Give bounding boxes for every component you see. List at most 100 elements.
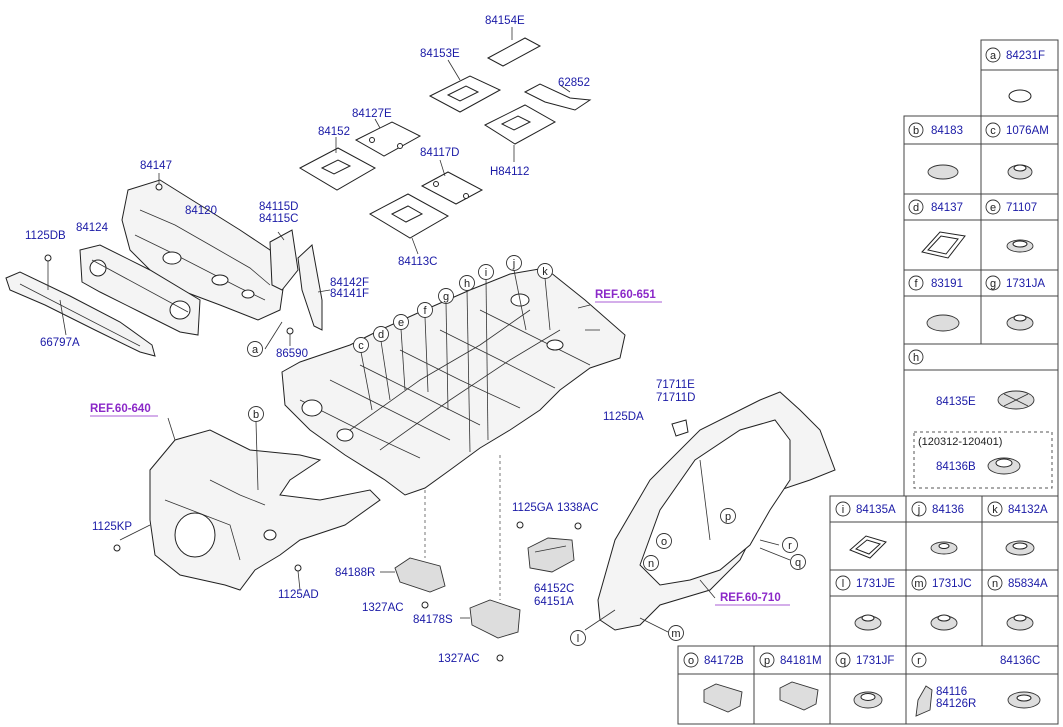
callout-r: r <box>782 537 798 553</box>
front-structure <box>113 417 381 591</box>
svg-text:84183: 84183 <box>931 125 963 137</box>
svg-text:o: o <box>688 655 694 667</box>
callout-n: n <box>643 555 659 571</box>
callout-h: h <box>459 275 475 291</box>
svg-text:g: g <box>990 278 996 290</box>
svg-text:c: c <box>358 340 364 352</box>
svg-text:h: h <box>464 278 470 290</box>
label-1327AC-2: 1327AC <box>438 653 480 665</box>
ref-60-640[interactable]: REF.60-640 <box>90 403 151 415</box>
pad-84113C <box>368 193 450 255</box>
svg-text:84137: 84137 <box>931 202 963 214</box>
svg-text:84132A: 84132A <box>1008 504 1048 516</box>
svg-text:71107: 71107 <box>1006 202 1037 214</box>
label-64151A: 64151A <box>534 596 574 608</box>
callout-o: o <box>656 533 672 549</box>
ref-60-710[interactable]: REF.60-710 <box>720 592 781 604</box>
svg-text:e: e <box>990 202 996 214</box>
dash-panel-84120 <box>121 173 286 321</box>
label-84124: 84124 <box>76 222 109 234</box>
svg-text:h: h <box>913 352 919 364</box>
callout-m: m <box>668 625 684 641</box>
svg-text:e: e <box>398 317 404 329</box>
svg-text:l: l <box>842 578 844 590</box>
svg-text:84135A: 84135A <box>856 504 896 516</box>
svg-text:a: a <box>990 50 997 62</box>
label-84153E: 84153E <box>420 48 460 60</box>
label-1125DB: 1125DB <box>25 230 66 242</box>
svg-text:f: f <box>914 278 918 290</box>
legend-b: b 84183 <box>908 122 963 180</box>
pad-84152 <box>298 137 377 191</box>
label-71711D: 71711D <box>656 392 695 404</box>
svg-text:n: n <box>648 558 654 570</box>
svg-text:84126R: 84126R <box>936 698 976 710</box>
callout-d: d <box>373 326 389 342</box>
svg-text:1076AM: 1076AM <box>1006 125 1049 137</box>
bracket-64152C <box>516 521 582 573</box>
svg-text:r: r <box>917 655 921 667</box>
insulator-84115 <box>269 229 299 291</box>
svg-text:p: p <box>725 511 731 523</box>
svg-text:m: m <box>914 578 923 590</box>
svg-text:l: l <box>577 633 579 645</box>
svg-text:o: o <box>661 536 667 548</box>
label-84188R: 84188R <box>335 567 375 579</box>
svg-text:84181M: 84181M <box>780 655 822 667</box>
callout-l: l <box>570 630 586 646</box>
legend-c: c 1076AM <box>985 122 1049 180</box>
svg-text:84135E: 84135E <box>936 396 976 408</box>
callout-p: p <box>720 508 736 524</box>
label-64152C: 64152C <box>534 583 574 595</box>
label-84115D: 84115D <box>259 201 298 213</box>
svg-text:p: p <box>764 655 770 667</box>
callout-b: b <box>248 406 264 422</box>
ref-60-651[interactable]: REF.60-651 <box>595 289 656 301</box>
svg-text:n: n <box>992 578 998 590</box>
svg-text:j: j <box>917 504 920 516</box>
pad-62852 <box>523 83 592 111</box>
svg-text:84116: 84116 <box>936 686 967 698</box>
svg-text:q: q <box>795 557 801 569</box>
legend-j: j 84136 <box>911 501 964 555</box>
svg-text:k: k <box>542 266 548 278</box>
clip-86590 <box>286 327 294 346</box>
svg-text:r: r <box>788 540 792 552</box>
legend-n: n 85834A <box>987 575 1048 631</box>
label-84152: 84152 <box>318 126 350 138</box>
callout-j: j <box>506 255 522 271</box>
svg-text:b: b <box>913 125 919 137</box>
legend-m: m 1731JC <box>911 575 972 631</box>
label-84117D: 84117D <box>420 147 459 159</box>
shield-84188R <box>380 490 446 609</box>
svg-text:84136: 84136 <box>932 504 964 516</box>
legend-p: p 84181M <box>759 652 822 711</box>
callout-f: f <box>417 302 433 318</box>
legend-k: k 84132A <box>987 501 1048 556</box>
label-1338AC: 1338AC <box>557 502 599 514</box>
legend-e: e 71107 <box>985 199 1037 253</box>
svg-text:d: d <box>378 329 384 341</box>
svg-text:85834A: 85834A <box>1008 578 1048 590</box>
svg-text:1731JE: 1731JE <box>856 578 895 590</box>
svg-text:c: c <box>990 125 996 137</box>
label-84154E: 84154E <box>485 15 525 27</box>
shield-84178S <box>460 455 521 662</box>
svg-text:1731JA: 1731JA <box>1006 278 1045 290</box>
label-1125KP: 1125KP <box>92 521 132 533</box>
label-86590: 86590 <box>276 348 308 360</box>
svg-text:84136C: 84136C <box>1000 655 1040 667</box>
svg-text:d: d <box>913 202 919 214</box>
label-1327AC-1: 1327AC <box>362 602 404 614</box>
callout-q: q <box>790 554 806 570</box>
label-1125DA: 1125DA <box>603 411 644 423</box>
label-84147: 84147 <box>140 160 172 172</box>
bar-66797A <box>5 254 156 357</box>
legend-a-part: 84231F <box>1006 50 1045 62</box>
callout-i: i <box>478 264 494 280</box>
svg-text:q: q <box>840 655 846 667</box>
svg-text:83191: 83191 <box>931 278 963 290</box>
label-84115C: 84115C <box>259 213 298 225</box>
legend-table <box>677 39 1059 725</box>
svg-text:m: m <box>671 628 680 640</box>
